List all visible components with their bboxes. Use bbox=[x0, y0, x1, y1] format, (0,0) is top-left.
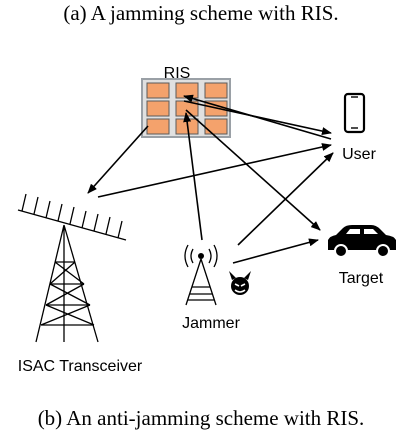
car-icon bbox=[328, 225, 396, 258]
link-ris-to-target bbox=[185, 109, 321, 231]
link-jammer-to-target bbox=[232, 238, 319, 264]
link-jammer-to-user bbox=[237, 152, 334, 246]
link-user-to-ris bbox=[183, 94, 332, 140]
link-ris-to-transceiver bbox=[87, 125, 149, 194]
isac-antenna-array-icon bbox=[17, 193, 127, 343]
ris-element bbox=[175, 82, 199, 99]
ris-label: RIS bbox=[164, 65, 191, 82]
antenna-tower-icon bbox=[184, 244, 218, 306]
target-label: Target bbox=[339, 270, 384, 287]
ris-node: RIS bbox=[141, 65, 231, 138]
jammer-node: Jammer bbox=[182, 244, 251, 332]
ris-panel-icon bbox=[141, 78, 231, 138]
ris-element bbox=[146, 82, 170, 99]
ris-element bbox=[146, 118, 170, 135]
transceiver-label: ISAC Transceiver bbox=[18, 358, 143, 375]
user-label: User bbox=[342, 146, 376, 163]
caption-bottom: (b) An anti-jamming scheme with RIS. bbox=[38, 406, 365, 430]
target-node: Target bbox=[328, 225, 396, 287]
link-transceiver-to-user bbox=[97, 143, 332, 198]
caption-top: (a) A jamming scheme with RIS. bbox=[63, 1, 338, 25]
transceiver-node: ISAC Transceiver bbox=[17, 193, 143, 375]
ris-element bbox=[204, 118, 228, 135]
ris-element bbox=[204, 82, 228, 99]
user-node: User bbox=[342, 92, 377, 163]
jammer-label: Jammer bbox=[182, 315, 240, 332]
ris-element bbox=[146, 100, 170, 117]
signal-links bbox=[87, 94, 334, 264]
smartphone-icon bbox=[343, 92, 366, 134]
devil-icon bbox=[229, 271, 251, 295]
link-jammer-to-ris bbox=[183, 112, 203, 241]
